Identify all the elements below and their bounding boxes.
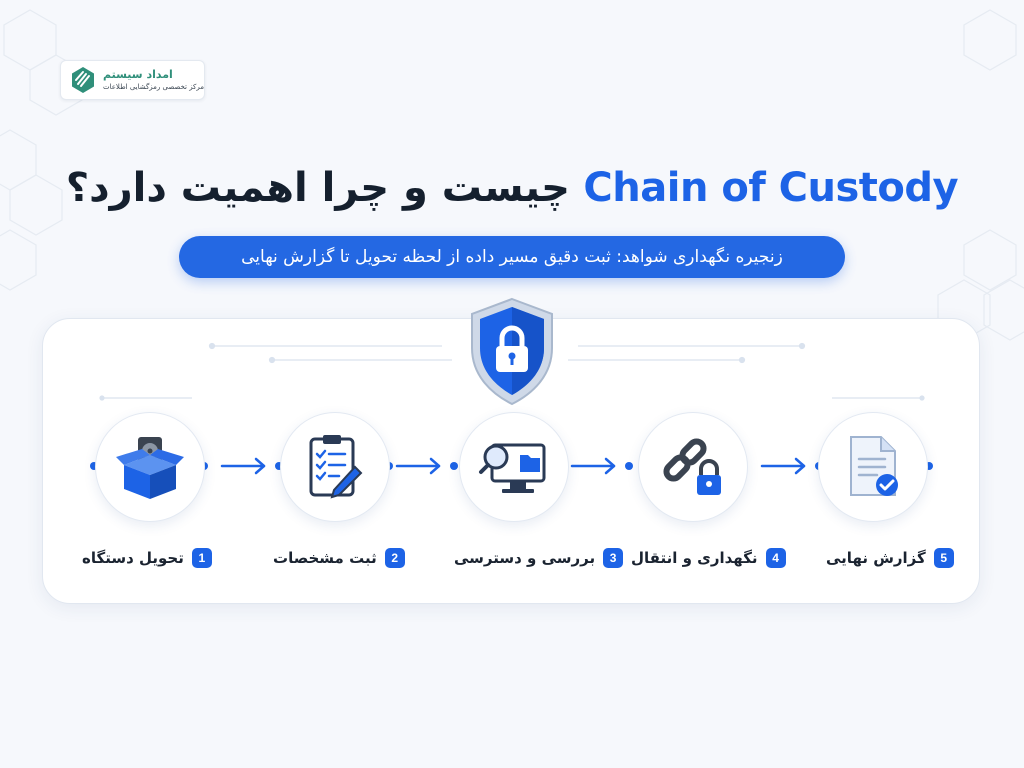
- page-title: Chain of Custody چیست و چرا اهمیت دارد؟: [65, 165, 959, 211]
- step-2-text: ثبت مشخصات: [273, 549, 377, 567]
- document-check-icon: [850, 436, 898, 496]
- step-3-circle: [459, 412, 569, 522]
- step-4-label: 4 نگهداری و انتقال: [631, 545, 786, 571]
- step-3-label: 3 بررسی و دسترسی: [454, 545, 624, 571]
- step-1-text: تحویل دستگاه: [82, 549, 184, 567]
- brand-name: امداد سیستم: [103, 68, 173, 81]
- brand-text: امداد سیستم مرکز تخصصی رمزگشایی اطلاعات: [103, 68, 204, 92]
- shield-lock-icon: [471, 297, 553, 406]
- step-4-number: 4: [765, 548, 786, 568]
- step-5-number: 5: [933, 548, 954, 568]
- brand-mark-icon: [72, 67, 94, 93]
- clipboard-checklist-icon: [309, 435, 363, 499]
- brand-tagline: مرکز تخصصی رمزگشایی اطلاعات: [103, 83, 205, 91]
- step-2-label: 2 ثبت مشخصات: [273, 545, 405, 571]
- step-4-text: نگهداری و انتقال: [631, 549, 758, 567]
- step-1-circle: [95, 412, 205, 522]
- title-container: Chain of Custody چیست و چرا اهمیت دارد؟: [60, 160, 964, 216]
- step-4-circle: [638, 412, 748, 522]
- step-5-text: گزارش نهایی: [826, 549, 926, 567]
- step-5-label: 5 گزارش نهایی: [826, 545, 954, 571]
- step-2-circle: [280, 412, 390, 522]
- hard-drive-box-icon: [116, 437, 184, 499]
- monitor-search-icon: [479, 443, 546, 493]
- chain-lock-icon: [663, 438, 721, 495]
- brand-logo: امداد سیستم مرکز تخصصی رمزگشایی اطلاعات: [60, 60, 205, 100]
- page-title-english: Chain of Custody: [583, 165, 959, 211]
- step-2-number: 2: [384, 548, 405, 568]
- circuit-decoration: [99, 342, 925, 401]
- step-5-circle: [818, 412, 928, 522]
- subtitle-banner: زنجیره نگهداری شواهد: ثبت دقیق مسیر داده…: [179, 236, 845, 278]
- page-title-persian: چیست و چرا اهمیت دارد؟: [65, 165, 571, 211]
- step-3-number: 3: [603, 548, 624, 568]
- subtitle-text: زنجیره نگهداری شواهد: ثبت دقیق مسیر داده…: [241, 247, 783, 267]
- step-1-number: 1: [191, 548, 212, 568]
- step-1-label: 1 تحویل دستگاه: [82, 545, 212, 571]
- step-3-text: بررسی و دسترسی: [454, 549, 596, 567]
